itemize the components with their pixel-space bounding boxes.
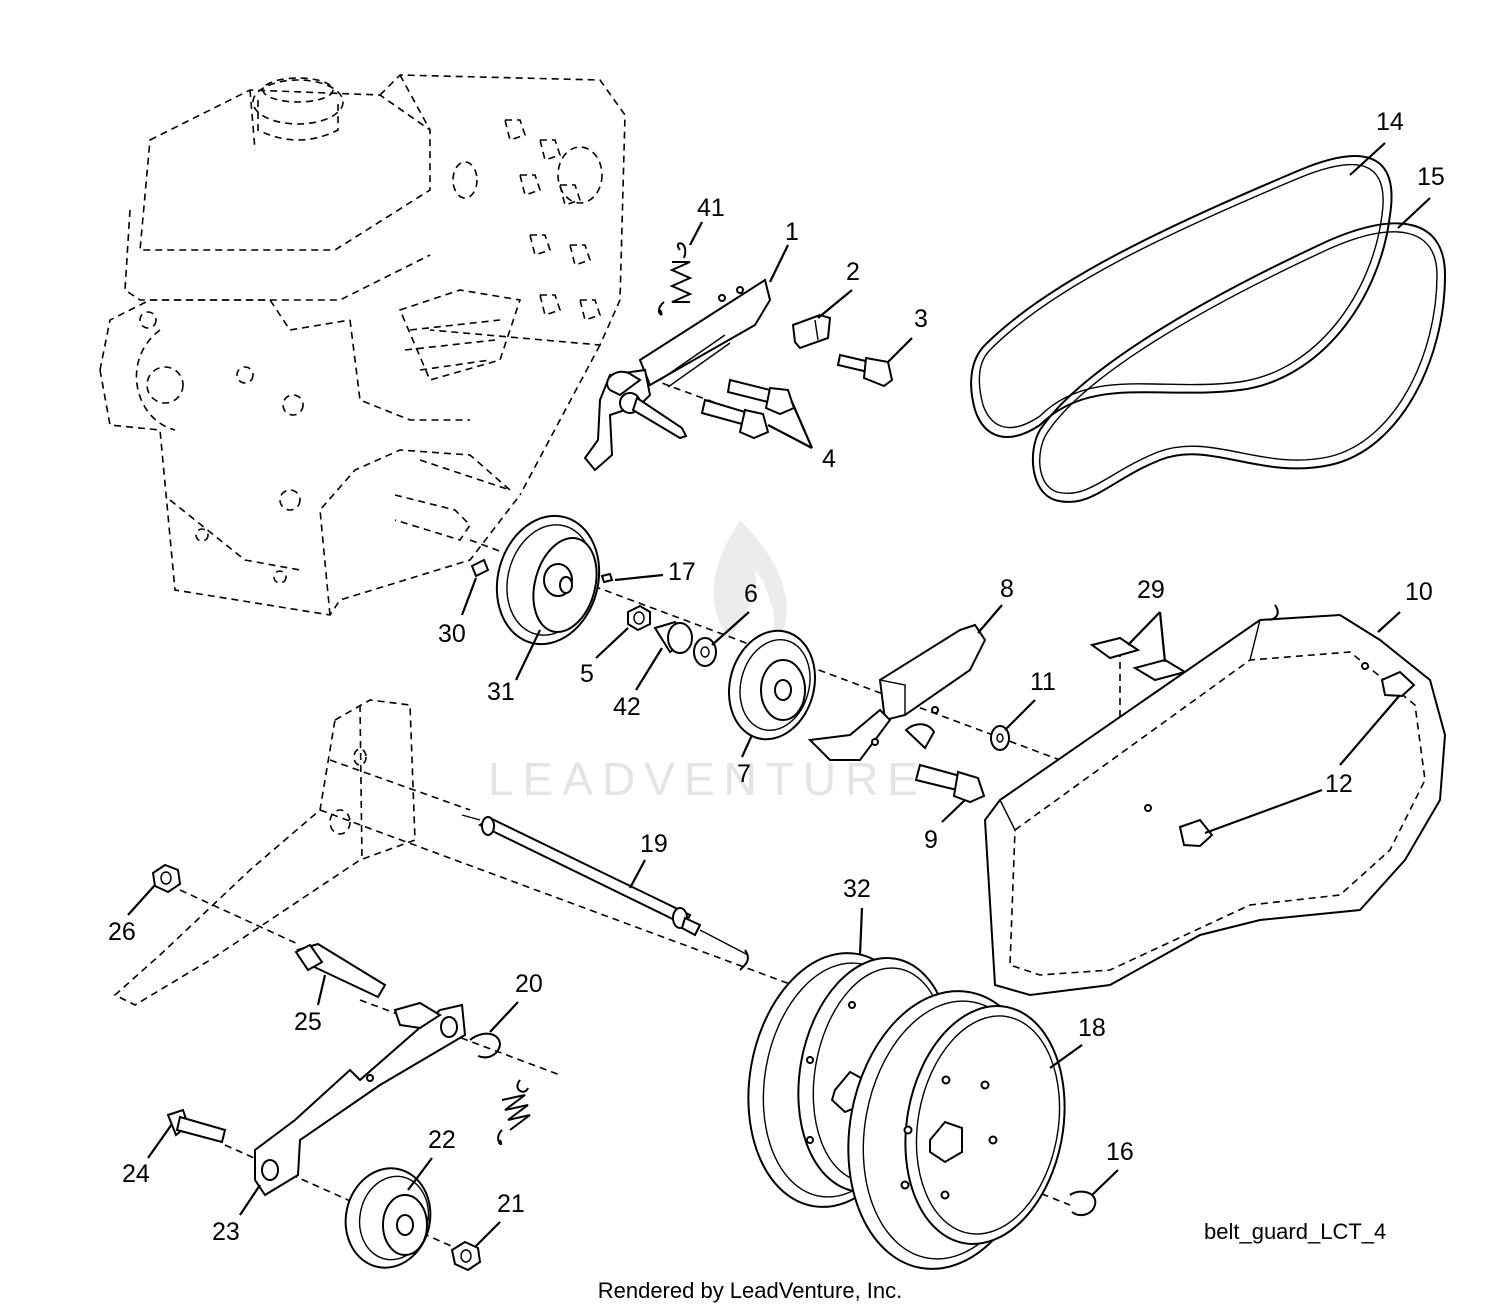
idler-spring <box>497 1079 531 1146</box>
callout-24: 24 <box>122 1160 150 1188</box>
footer-credit: Rendered by LeadVenture, Inc. <box>597 1278 903 1303</box>
idler-pulley-22 <box>344 1167 432 1269</box>
callout-6: 6 <box>744 580 758 608</box>
callout-42: 42 <box>613 693 641 721</box>
watermark-text: LEADVENTURE <box>488 753 927 805</box>
callout-32: 32 <box>843 875 871 903</box>
stud-25 <box>294 942 387 999</box>
callout-9: 9 <box>924 826 938 854</box>
tabs-29 <box>1089 636 1188 682</box>
clip-16 <box>1069 1190 1097 1217</box>
callout-29: 29 <box>1137 576 1165 604</box>
idler-bracket-1 <box>583 278 772 472</box>
washer-11 <box>990 725 1010 751</box>
nut-21 <box>450 1240 482 1272</box>
callout-3: 3 <box>914 305 928 333</box>
diagram-reference-code: belt_guard_LCT_4 <box>1204 1219 1387 1244</box>
nut-5 <box>627 604 651 632</box>
engine-pulley-31 <box>495 514 601 646</box>
transmission-pulley-18 <box>847 990 1066 1270</box>
idler-arm-23 <box>254 1001 467 1197</box>
acorn-nuts-12 <box>1178 670 1416 848</box>
callout-16: 16 <box>1106 1138 1134 1166</box>
spacer-42 <box>653 620 693 654</box>
callout-18: 18 <box>1078 1014 1106 1042</box>
clip-2 <box>791 313 832 350</box>
callout-31: 31 <box>487 678 515 706</box>
callout-30: 30 <box>438 620 466 648</box>
callout-21: 21 <box>497 1190 525 1218</box>
engine-outline <box>99 74 626 616</box>
idler-pulley-7 <box>728 629 816 741</box>
callout-17: 17 <box>668 558 696 586</box>
callout-19: 19 <box>640 830 668 858</box>
callout-labels: 14 15 41 1 2 3 4 17 6 8 29 10 30 5 31 42… <box>108 108 1445 1246</box>
bolt-3 <box>836 353 894 388</box>
spring-41 <box>658 242 693 316</box>
bolts-4 <box>700 378 796 440</box>
callout-23: 23 <box>212 1218 240 1246</box>
nut-26 <box>151 863 182 894</box>
engine-cooling-grille <box>503 119 602 322</box>
belt-guard-10 <box>983 604 1447 997</box>
callout-2: 2 <box>846 258 860 286</box>
tiller-frame-outline <box>113 699 416 1006</box>
callout-15: 15 <box>1417 163 1445 191</box>
callout-11: 11 <box>1030 668 1056 696</box>
callout-5: 5 <box>580 660 594 688</box>
callout-22: 22 <box>428 1126 456 1154</box>
callout-10: 10 <box>1405 578 1433 606</box>
shaft-19 <box>461 814 749 971</box>
bolt-9 <box>914 763 986 804</box>
key-30 <box>470 558 490 578</box>
callout-14: 14 <box>1376 108 1404 136</box>
drive-belt-15 <box>1031 222 1447 503</box>
callout-1: 1 <box>785 218 799 246</box>
idler-arm-8 <box>807 623 987 761</box>
callout-12: 12 <box>1325 770 1353 798</box>
key-17 <box>600 572 614 584</box>
drive-belt-14 <box>970 155 1393 438</box>
bolt-24 <box>166 1108 227 1144</box>
leader-lines <box>127 142 1431 1248</box>
callout-41: 41 <box>697 194 725 222</box>
callout-25: 25 <box>294 1008 322 1036</box>
callout-8: 8 <box>1000 575 1014 603</box>
callout-20: 20 <box>515 970 543 998</box>
watermark: LEADVENTURE <box>488 520 927 805</box>
callout-26: 26 <box>108 918 136 946</box>
clip-20 <box>469 1032 502 1059</box>
callout-4: 4 <box>822 445 836 473</box>
callout-7: 7 <box>737 760 751 788</box>
washer-6 <box>693 637 717 667</box>
